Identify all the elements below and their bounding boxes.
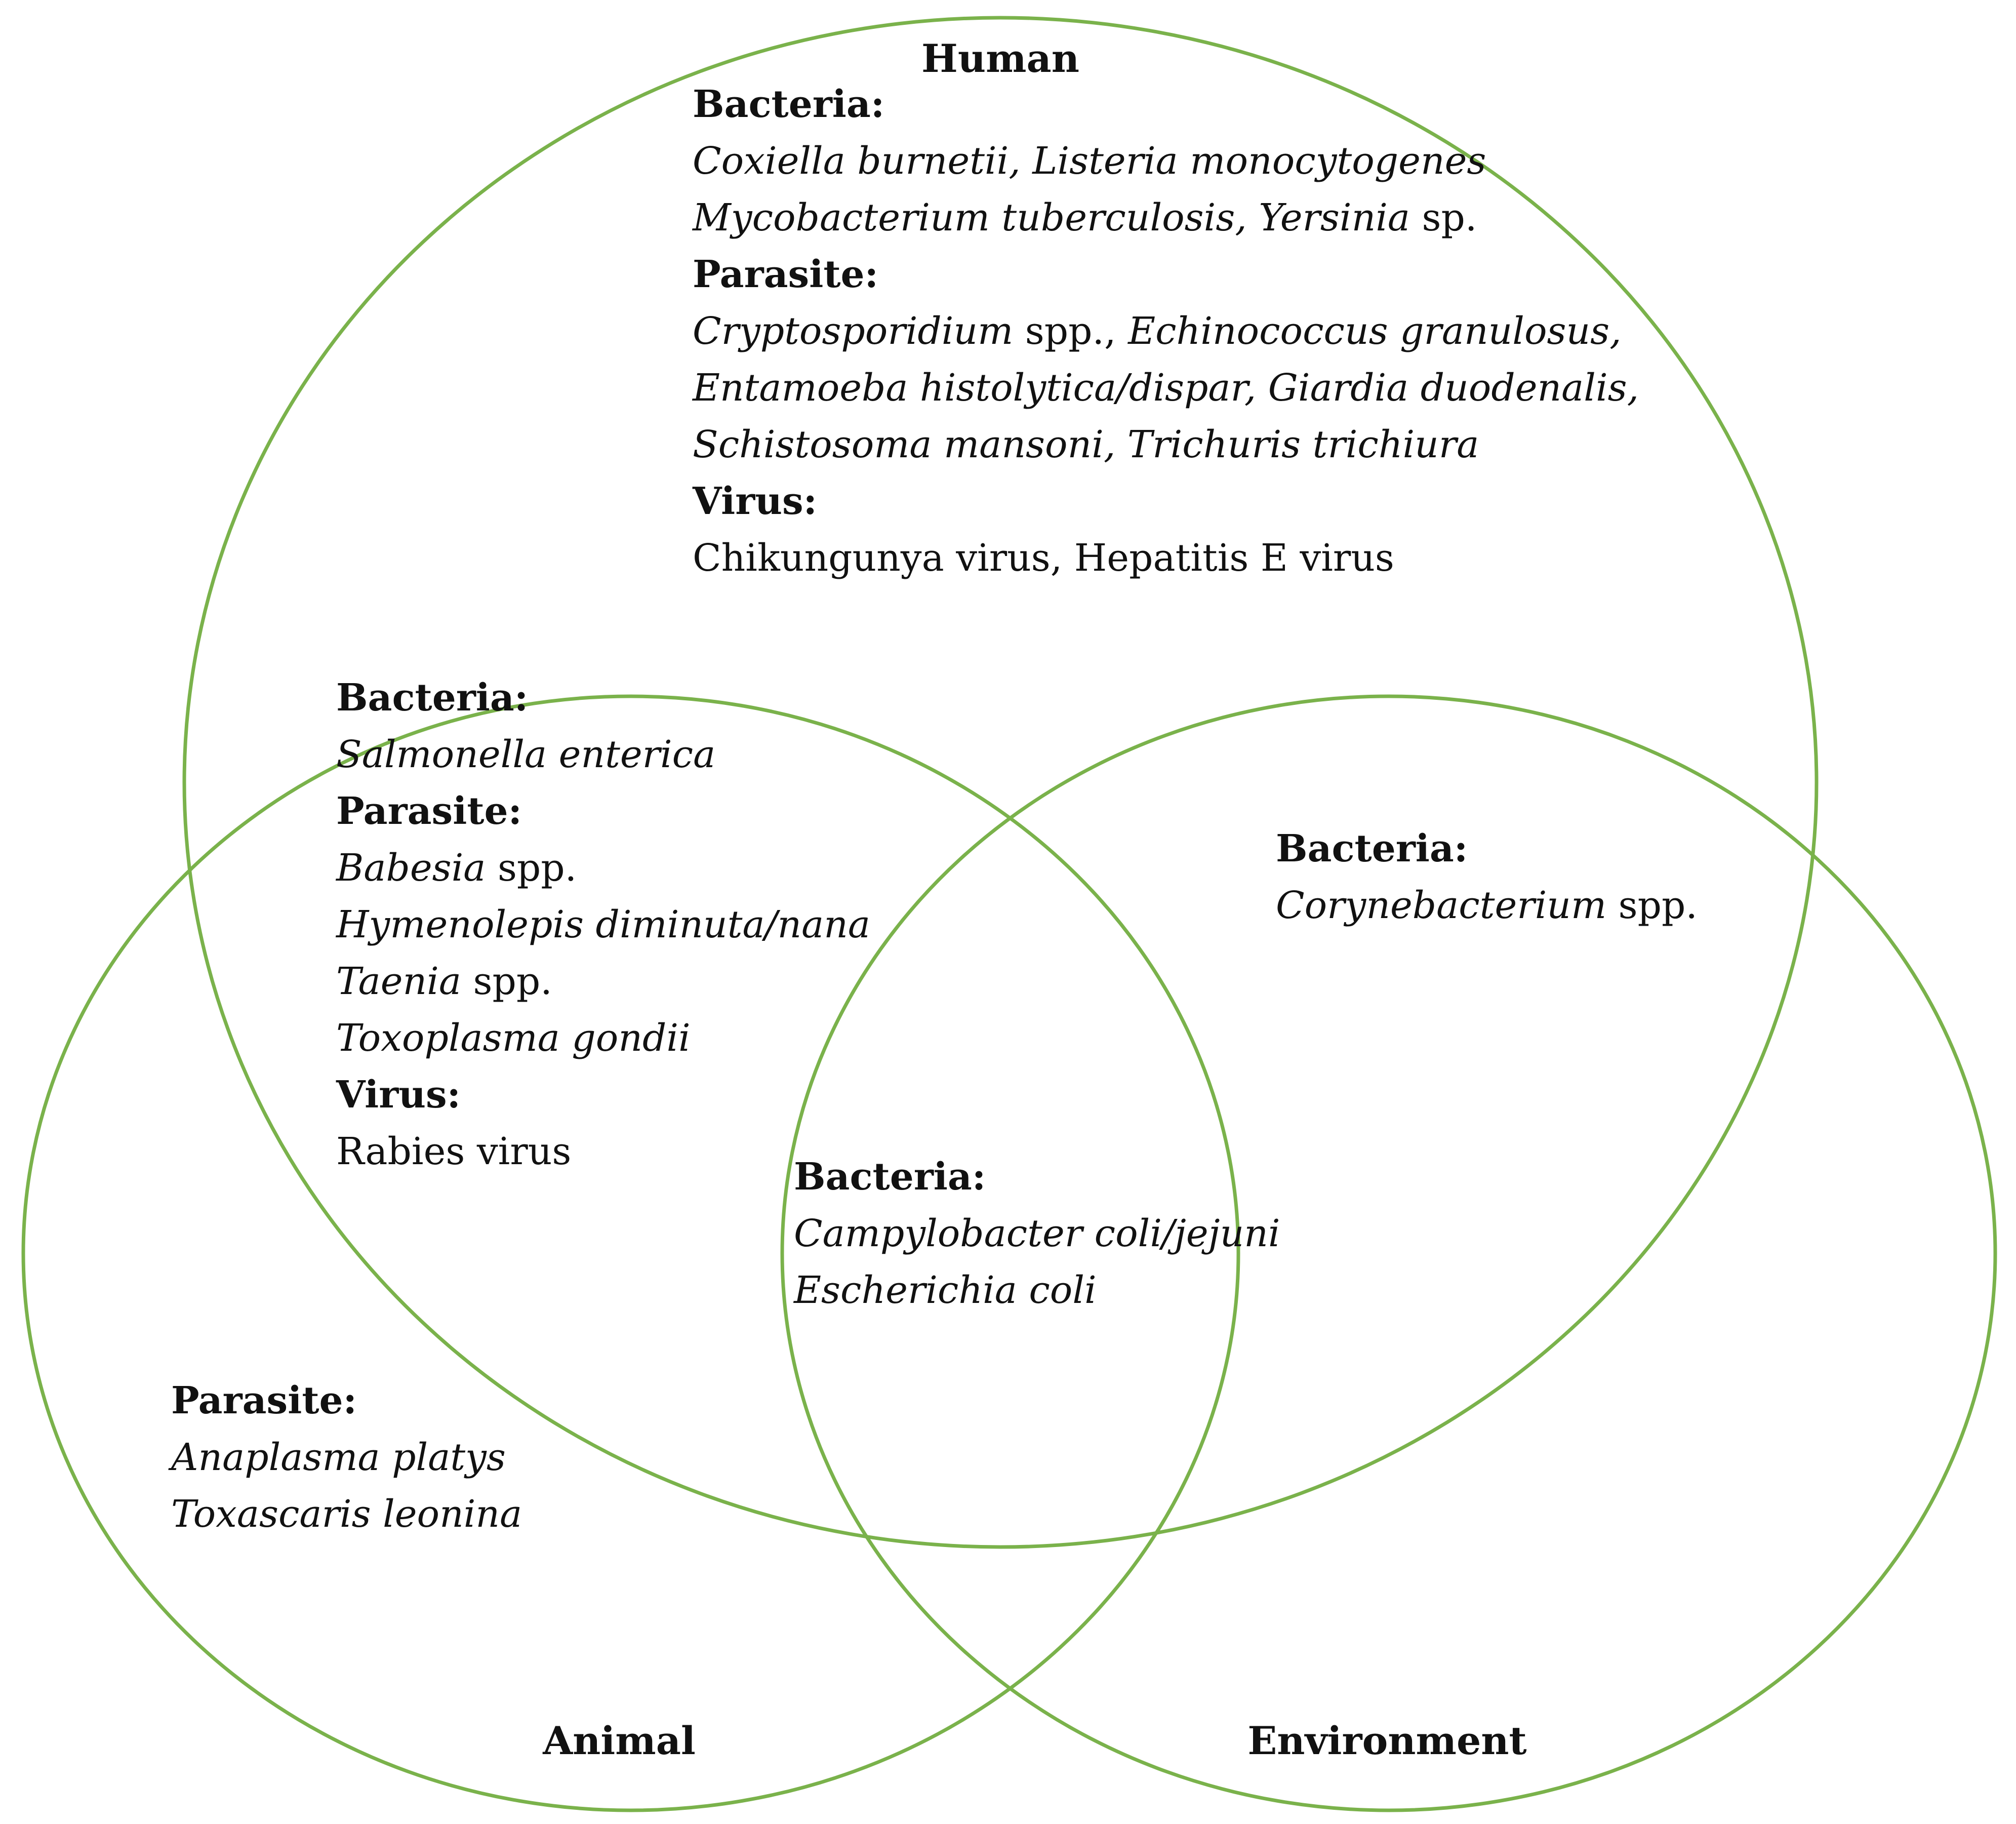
category-heading: Bacteria: [794, 1155, 986, 1199]
species-list: Anaplasma platys [171, 1436, 506, 1479]
environment-circle [780, 694, 1997, 1812]
category-heading: Parasite: [693, 253, 878, 296]
category-heading: Bacteria: [1276, 827, 1468, 870]
species-list: Mycobacterium tuberculosis, Yersinia sp. [693, 196, 1477, 240]
category-heading: Virus: [693, 480, 817, 523]
species-list: Taenia spp. [336, 960, 552, 1003]
region-human-only: Bacteria: Coxiella burnetii, Listeria mo… [693, 76, 1639, 586]
category-heading: Virus: [336, 1073, 461, 1117]
species-list: Escherichia coli [794, 1268, 1097, 1312]
species-list: Rabies virus [336, 1130, 572, 1173]
species-list: Entamoeba histolytica/dispar, Giardia du… [693, 366, 1639, 410]
species-list: Campylobacter coli/jejuni [794, 1212, 1280, 1255]
region-animal-only: Parasite: Anaplasma platys Toxascaris le… [171, 1372, 522, 1542]
category-heading: Bacteria: [336, 676, 529, 720]
species-list: Corynebacterium spp. [1276, 884, 1698, 927]
species-list: Schistosoma mansoni, Trichuris trichiura [693, 423, 1479, 466]
species-list: Salmonella enterica [336, 733, 716, 776]
category-heading: Bacteria: [693, 83, 885, 126]
species-list: Toxascaris leonina [171, 1492, 522, 1536]
species-list: Cryptosporidium spp., Echinococcus granu… [693, 309, 1622, 353]
region-human-animal: Bacteria: Salmonella enterica Parasite: … [336, 669, 870, 1180]
species-list: Hymenolepis diminuta/nana [336, 903, 871, 946]
category-heading: Parasite: [336, 789, 522, 833]
species-list: Babesia spp. [336, 846, 577, 890]
species-list: Chikungunya virus, Hepatitis E virus [693, 536, 1394, 580]
human-label: Human [921, 36, 1079, 81]
region-human-environment: Bacteria: Corynebacterium spp. [1276, 820, 1698, 934]
species-list: Toxoplasma gondii [336, 1016, 691, 1060]
human-circle [182, 16, 1819, 1549]
region-all-three: Bacteria: Campylobacter coli/jejuni Esch… [794, 1148, 1280, 1319]
environment-label: Environment [1247, 1718, 1527, 1763]
animal-label: Animal [543, 1718, 696, 1763]
category-heading: Parasite: [171, 1379, 357, 1422]
species-list: Coxiella burnetii, Listeria monocytogene… [693, 139, 1486, 183]
animal-circle [21, 694, 1240, 1812]
